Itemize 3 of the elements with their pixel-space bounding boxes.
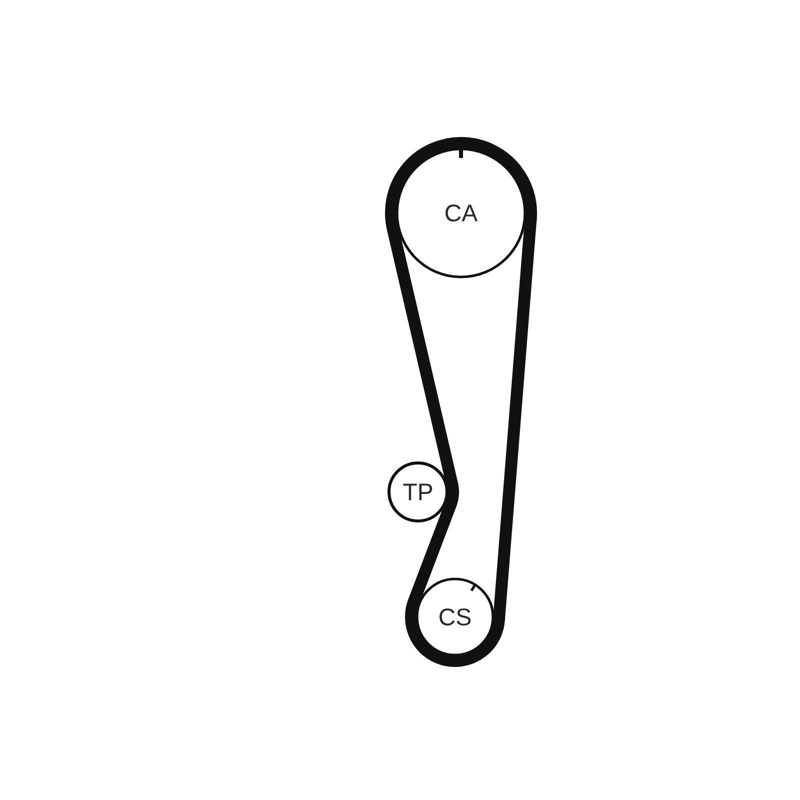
- belt: [492, 217, 537, 621]
- belt: [387, 228, 458, 486]
- belt: [408, 502, 456, 604]
